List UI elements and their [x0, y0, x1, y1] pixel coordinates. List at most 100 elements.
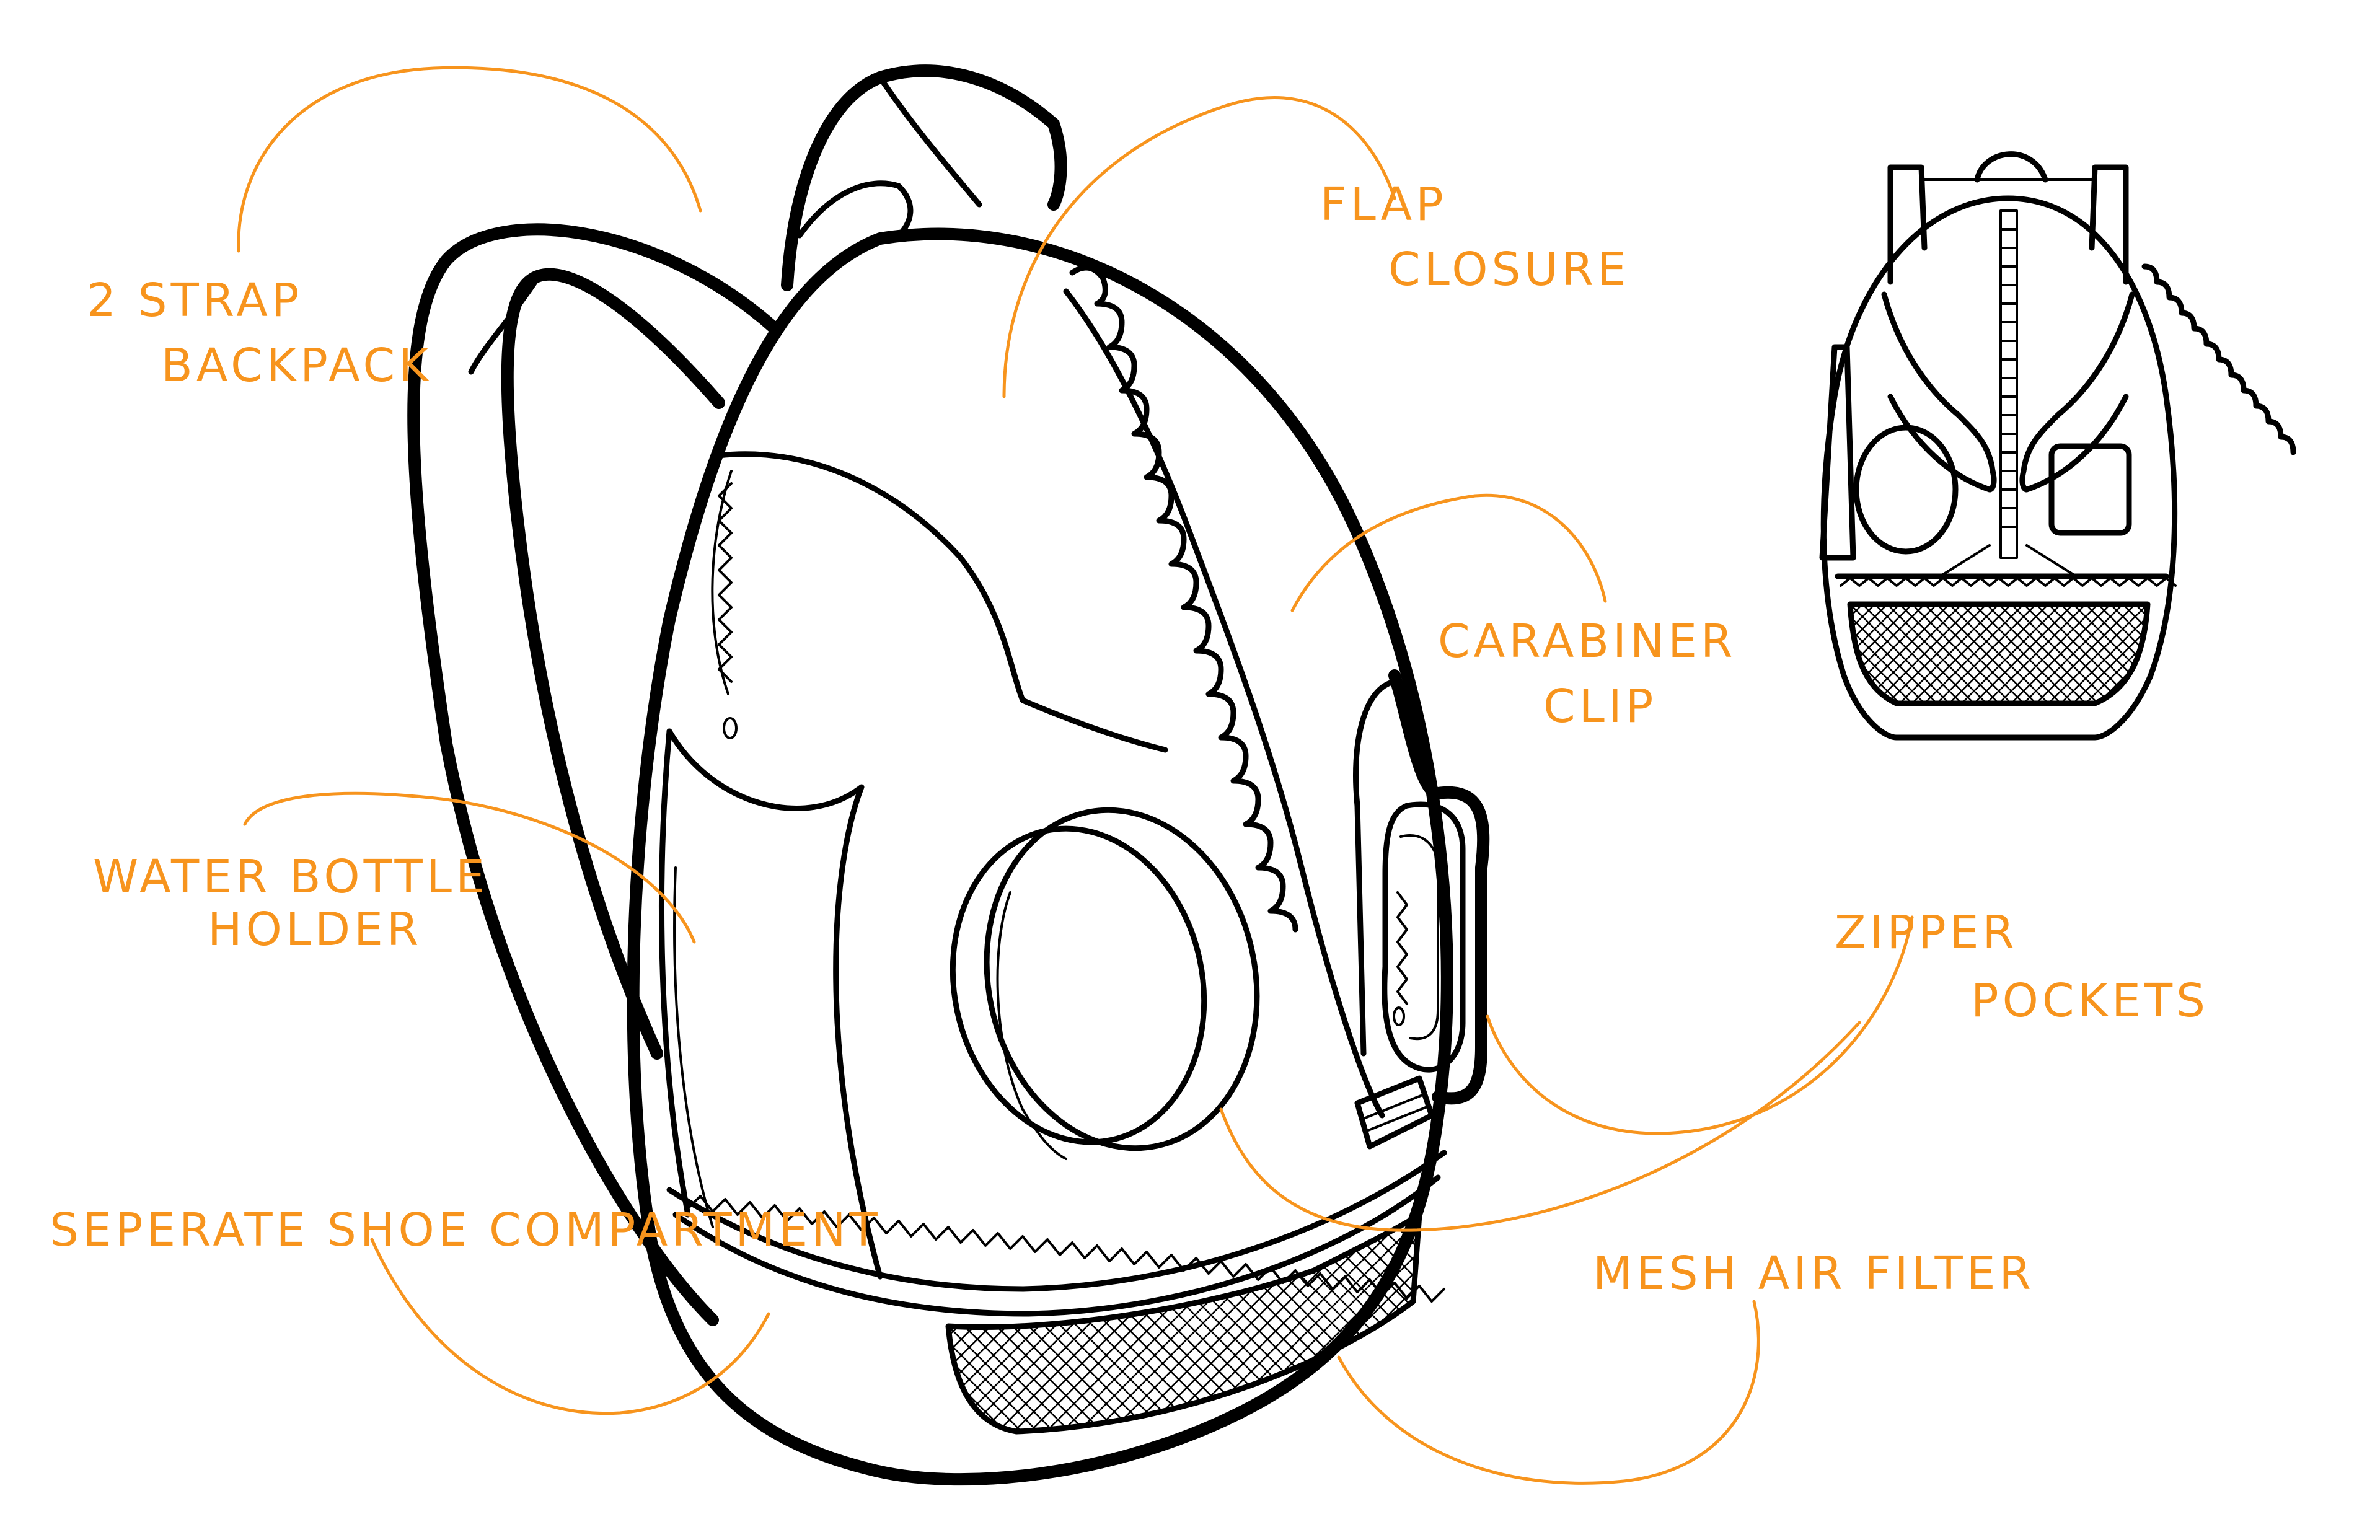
- mesh-line: [1582, 1202, 1823, 1444]
- mesh-line: [1723, 601, 1828, 706]
- backpack-body: [627, 227, 1453, 1486]
- mesh-line: [2219, 601, 2324, 706]
- mesh-line: [2157, 601, 2262, 706]
- mesh-line: [1995, 604, 2102, 703]
- mesh-line: [2219, 601, 2324, 706]
- mesh-line: [1421, 1202, 1662, 1444]
- mesh-line: [948, 1215, 1131, 1432]
- mesh-line: [1485, 1202, 1727, 1444]
- mesh-line: [1355, 1215, 1419, 1432]
- mesh-line: [2206, 601, 2312, 706]
- mesh-line: [1614, 1202, 1856, 1444]
- flap-outline: [716, 451, 1168, 753]
- front-diag-left: [1939, 544, 1991, 578]
- carabiner-zigzag: [1396, 891, 1408, 1005]
- mesh-line: [1372, 1215, 1419, 1432]
- mesh-line: [1598, 1202, 1840, 1444]
- mesh-line: [1501, 1202, 1743, 1444]
- bottle-pocket-inner: [673, 866, 714, 1228]
- front-mesh-hatching: [1723, 601, 2349, 706]
- label-water-bottle-1: WATER BOTTLE: [93, 850, 488, 904]
- mesh-line: [2182, 601, 2287, 706]
- mesh-line: [1678, 1202, 1920, 1444]
- label-zipper-2: POCKETS: [1971, 974, 2209, 1027]
- mesh-line: [1598, 1202, 1840, 1444]
- carabiner-rivet: [1393, 1006, 1405, 1026]
- mesh-line: [1566, 1202, 1807, 1444]
- mesh-line: [1501, 1202, 1743, 1444]
- front-handle: [1974, 151, 2048, 183]
- top-handle: [781, 64, 1067, 291]
- mesh-line: [1517, 1202, 1759, 1444]
- mesh-line: [1983, 604, 2089, 703]
- mesh-line: [2069, 604, 2148, 703]
- leader-zipper-a: [1486, 915, 1914, 1135]
- mesh-line: [1850, 604, 1903, 703]
- round-pocket-rim: [950, 825, 1207, 1145]
- top-handle-inner: [877, 74, 982, 208]
- mesh-line: [1549, 1202, 1791, 1444]
- mesh-line: [1388, 1215, 1419, 1432]
- mesh-line: [1114, 1215, 1357, 1432]
- mesh-line: [2194, 601, 2299, 706]
- mesh-line: [1850, 604, 1879, 703]
- buckle-lines: [1362, 1093, 1430, 1132]
- mesh-line: [2020, 604, 2127, 703]
- bottle-pocket-edge: [659, 728, 691, 1218]
- mesh-line: [2169, 601, 2275, 706]
- label-mesh: MESH AIR FILTER: [1593, 1247, 2035, 1300]
- mesh-line: [2182, 601, 2287, 706]
- mesh-line: [2057, 604, 2148, 703]
- leader-mesh: [1337, 1300, 1760, 1485]
- mesh-line: [1339, 1215, 1419, 1432]
- label-zipper-1: ZIPPER: [1835, 906, 2018, 959]
- mesh-line: [1958, 604, 2065, 703]
- mesh-line: [2008, 604, 2114, 703]
- front-zipper-teeth: [1999, 228, 2018, 528]
- mesh-line: [1437, 1202, 1678, 1444]
- mesh-line: [1678, 1202, 1920, 1444]
- side-panel-flap: [1353, 679, 1398, 1057]
- mesh-line: [1549, 1202, 1791, 1444]
- mesh-line: [1933, 604, 2040, 703]
- mesh-line: [1921, 604, 2027, 703]
- mesh-line: [1871, 604, 1978, 703]
- mesh-line: [1850, 604, 1916, 703]
- mesh-line: [1517, 1202, 1759, 1444]
- side-panel: [1388, 669, 1490, 1105]
- label-carabiner-2: CLIP: [1543, 680, 1657, 733]
- front-right-strap: [2089, 164, 2129, 285]
- mesh-line: [1735, 601, 1841, 706]
- mesh-line: [1662, 1202, 1904, 1444]
- carabiner-clip: [1382, 801, 1466, 1073]
- left-strap-inner: [501, 268, 725, 1060]
- mesh-line: [2244, 601, 2349, 706]
- mesh-line: [2094, 604, 2148, 703]
- mesh-line: [2231, 601, 2337, 706]
- mesh-line: [2231, 601, 2337, 706]
- round-pocket: [984, 807, 1260, 1151]
- mesh-line: [1970, 604, 2077, 703]
- front-panel-left: [1881, 291, 1997, 493]
- front-panel-right: [2019, 291, 2135, 493]
- mesh-line: [2206, 601, 2312, 706]
- front-left-strap: [1887, 164, 1928, 285]
- bottle-pocket: [666, 728, 883, 1280]
- mesh-line: [1723, 601, 1828, 706]
- buckle: [1354, 1075, 1435, 1150]
- mesh-line: [2157, 601, 2262, 706]
- mesh-line: [1533, 1202, 1775, 1444]
- mesh-line: [1194, 1215, 1419, 1432]
- mesh-line: [2094, 604, 2148, 703]
- mesh-line: [1735, 601, 1841, 706]
- mesh-line: [1582, 1202, 1823, 1444]
- label-shoe: SEPERATE SHOE COMPARTMENT: [50, 1203, 881, 1257]
- leader-two-strap: [237, 66, 702, 253]
- annotation-leaders: [237, 66, 1914, 1485]
- mesh-line: [1421, 1202, 1662, 1444]
- label-carabiner-1: CARABINER: [1438, 615, 1736, 668]
- mesh-line: [1646, 1202, 1888, 1444]
- mesh-line: [1646, 1202, 1888, 1444]
- side-zipper-pull: [723, 717, 738, 739]
